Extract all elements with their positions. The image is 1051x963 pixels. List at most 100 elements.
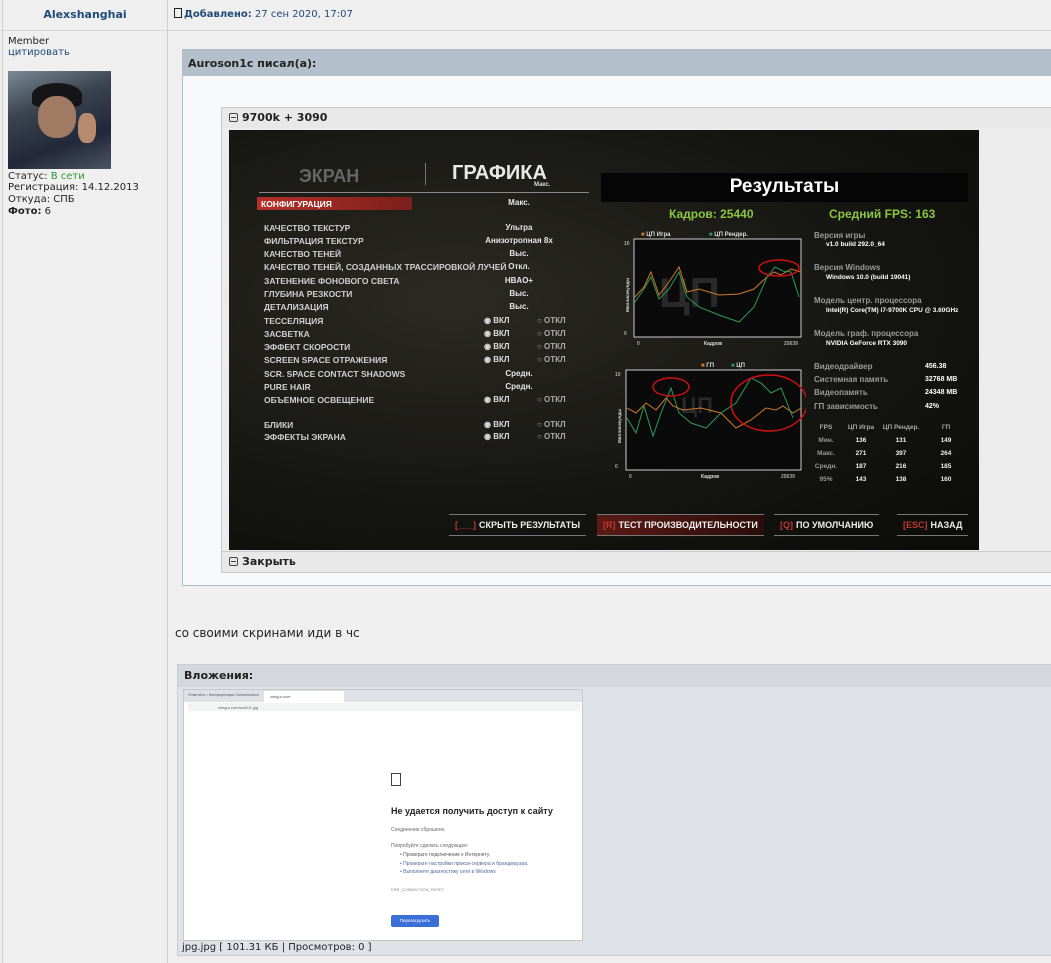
- info-value: v1.0 build 292.0_64: [826, 241, 885, 248]
- setting-value[interactable]: HBAO+: [504, 276, 534, 285]
- gpu-line: [626, 397, 802, 429]
- setting-label: PURE HAIR: [264, 382, 311, 392]
- fps-table-cell: 216: [895, 463, 907, 470]
- attachment-image[interactable]: Ответить • Конференция Overclockers cimg…: [183, 689, 583, 941]
- cpu-line: [626, 377, 794, 438]
- benchmark-screenshot: ЭКРАН ГРАФИКА Макс. КОНФИГУРАЦИЯ Макс. Р…: [229, 130, 979, 550]
- cpu-render-line: [634, 266, 800, 323]
- collapse-icon[interactable]: [229, 557, 238, 566]
- button-label: СКРЫТЬ РЕЗУЛЬТАТЫ: [479, 520, 581, 530]
- info-value: NVIDIA GeForce RTX 3090: [826, 340, 908, 347]
- spoiler-header[interactable]: 9700k + 3090: [222, 108, 1051, 128]
- radio-off[interactable]: ○ ОТКЛ: [537, 342, 566, 351]
- setting-value[interactable]: Выс.: [509, 249, 529, 258]
- setting-value[interactable]: Средн.: [505, 382, 533, 391]
- fps-table-cell: 95%: [819, 476, 833, 483]
- radio-off[interactable]: ○ ОТКЛ: [537, 395, 566, 404]
- setting-value[interactable]: Средн.: [505, 369, 533, 378]
- radio-on[interactable]: ◉ ВКЛ: [484, 395, 510, 404]
- fps-table-cell: 160: [940, 476, 952, 483]
- tip[interactable]: • Проверьте настройки прокси-сервера и б…: [400, 860, 529, 867]
- legend-cpu-game: ■ ЦП Игра: [641, 232, 671, 238]
- quote-link[interactable]: цитировать: [8, 47, 70, 58]
- added-date: 27 сен 2020, 17:07: [254, 9, 353, 20]
- radio-on[interactable]: ◉ ВКЛ: [484, 316, 510, 325]
- config-value: Макс.: [508, 198, 530, 207]
- browser-tab-active: cimgur.com: [264, 691, 344, 702]
- error-sub: Соединение сброшено.: [391, 827, 446, 833]
- attachments-header: Вложения:: [178, 665, 1051, 687]
- fps-table-cell: 138: [895, 476, 907, 483]
- setting-value[interactable]: Ультра: [505, 223, 533, 232]
- radio-on[interactable]: ◉ ВКЛ: [484, 432, 510, 441]
- address-bar: cimgur.com/ww9J1.jpg: [188, 703, 580, 711]
- radio-off[interactable]: ○ ОТКЛ: [537, 329, 566, 338]
- fps-table-header: FPS: [819, 424, 833, 431]
- spoiler: 9700k + 3090 ЭКРАН ГРАФИКА Макс. КОНФИГУ…: [221, 107, 1051, 573]
- y-axis-label: Миллисекунды: [617, 409, 622, 443]
- setting-label: ГЛУБИНА РЕЗКОСТИ: [264, 289, 353, 299]
- setting-value[interactable]: Анизотропная 8x: [485, 236, 553, 245]
- info-value: Windows 10.0 (build 19041): [826, 274, 911, 281]
- spoiler-title: 9700k + 3090: [242, 111, 328, 124]
- radio-off[interactable]: ○ ОТКЛ: [537, 316, 566, 325]
- radio-on[interactable]: ◉ ВКЛ: [484, 342, 510, 351]
- quote-block: Auroson1c писал(а): 9700k + 3090 ЭКРАН Г…: [182, 49, 1051, 586]
- info-value: 24348 MB: [925, 389, 958, 396]
- browser-tab: Ответить • Конференция Overclockers: [188, 692, 259, 697]
- user-photos: Фото: 6: [8, 206, 52, 217]
- setting-label: ОБЪЕМНОЕ ОСВЕЩЕНИЕ: [264, 395, 375, 405]
- added-label: Добавлено:: [184, 9, 252, 20]
- setting-value[interactable]: Выс.: [509, 302, 529, 311]
- y-max-tick: 10: [615, 372, 621, 378]
- gpu-frametime-chart: ЦП ■ ГП ■ ЦП 10 0 0 25639 Кадров Миллисе…: [615, 363, 806, 480]
- results-banner: [601, 173, 968, 202]
- fps-table-cell: Мин.: [818, 437, 834, 444]
- setting-label: ЗАСВЕТКА: [264, 329, 310, 339]
- game-button[interactable]: [Q]ПО УМОЛЧАНИЮ: [774, 514, 880, 536]
- user-rank: Member: [8, 36, 50, 47]
- setting-label: ЭФФЕКТЫ ЭКРАНА: [264, 432, 346, 442]
- chart-watermark: ЦП: [681, 393, 713, 418]
- setting-label: ЗАТЕНЕНИЕ ФОНОВОГО СВЕТА: [264, 276, 400, 286]
- radio-off[interactable]: ○ ОТКЛ: [537, 355, 566, 364]
- tab-graphics: ГРАФИКА: [452, 162, 547, 184]
- spoiler-footer[interactable]: Закрыть: [222, 551, 1051, 571]
- setting-label: КАЧЕСТВО ТЕКСТУР: [264, 223, 351, 233]
- fps-table-header: ЦП Рендер.: [882, 424, 920, 431]
- info-label: ГП зависимость: [814, 402, 878, 411]
- game-button[interactable]: [ESC]НАЗАД: [897, 514, 969, 536]
- button-key: [R]: [603, 520, 616, 530]
- radio-on[interactable]: ◉ ВКЛ: [484, 420, 510, 429]
- fps-table-cell: 397: [895, 450, 907, 457]
- x-max-tick: 25639: [781, 474, 795, 480]
- radio-off[interactable]: ○ ОТКЛ: [537, 420, 566, 429]
- setting-label: КАЧЕСТВО ТЕНЕЙ, СОЗДАННЫХ ТРАССИРОВКОЙ Л…: [264, 262, 507, 272]
- setting-label: ЭФФЕКТ СКОРОСТИ: [264, 342, 351, 352]
- user-status: Статус: В сети: [8, 171, 85, 182]
- setting-label: ТЕССЕЛЯЦИЯ: [264, 316, 324, 326]
- reload-button[interactable]: Перезагрузить: [391, 915, 439, 927]
- try-label: Попробуйте сделать следующее:: [391, 843, 469, 849]
- legend-cpu: ■ ЦП: [731, 363, 745, 369]
- radio-off[interactable]: ○ ОТКЛ: [537, 432, 566, 441]
- config-highlight: [257, 197, 412, 210]
- tip[interactable]: • Выполните диагностику сети в Windows: [400, 869, 496, 875]
- setting-value[interactable]: Откл.: [508, 262, 530, 271]
- setting-label: ДЕТАЛИЗАЦИЯ: [264, 302, 329, 312]
- attachment-caption[interactable]: jpg.jpg [ 101.31 КБ | Просмотров: 0 ]: [182, 942, 372, 953]
- button-key: [ESC]: [903, 520, 928, 530]
- radio-on[interactable]: ◉ ВКЛ: [484, 355, 510, 364]
- post-date: Добавлено: 27 сен 2020, 17:07: [174, 8, 353, 20]
- author-name[interactable]: Alexshanghai: [43, 8, 127, 21]
- info-title: Модель граф. процессора: [814, 329, 919, 338]
- setting-label: БЛИКИ: [264, 420, 294, 430]
- radio-on[interactable]: ◉ ВКЛ: [484, 329, 510, 338]
- legend-gpu: ■ ГП: [701, 363, 714, 369]
- setting-label: КАЧЕСТВО ТЕНЕЙ: [264, 249, 342, 259]
- config-label: КОНФИГУРАЦИЯ: [261, 199, 332, 209]
- setting-value[interactable]: Выс.: [509, 289, 529, 298]
- game-button[interactable]: [___]СКРЫТЬ РЕЗУЛЬТАТЫ: [449, 514, 587, 536]
- game-button[interactable]: [R]ТЕСТ ПРОИЗВОДИТЕЛЬНОСТИ: [597, 514, 764, 536]
- collapse-icon[interactable]: [229, 113, 238, 122]
